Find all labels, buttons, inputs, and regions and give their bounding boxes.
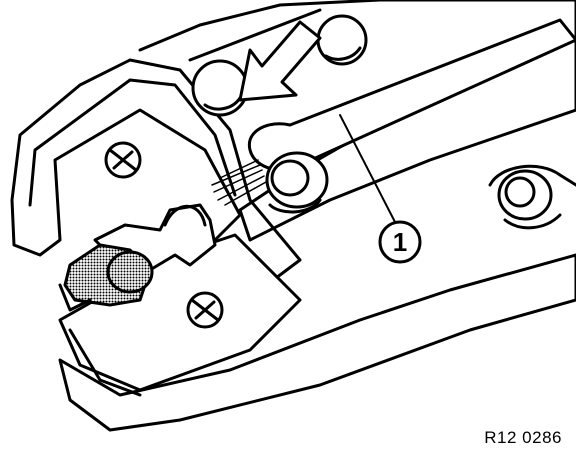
pivot-right <box>488 164 576 230</box>
direction-arrow <box>238 20 322 102</box>
reference-code: R12 0286 <box>484 428 562 447</box>
callout-label: 1 <box>393 227 407 257</box>
screw-lower <box>186 291 224 329</box>
pivot-center <box>265 151 329 214</box>
release-lever <box>247 18 576 172</box>
spring-fibres <box>211 159 267 206</box>
callout-1: 1 <box>378 220 422 264</box>
screw-upper <box>104 141 142 179</box>
pivot-top-right <box>316 14 368 66</box>
pivot-top-left <box>191 59 249 117</box>
lower-handle-outline <box>58 253 576 432</box>
callout-leader <box>339 114 396 223</box>
